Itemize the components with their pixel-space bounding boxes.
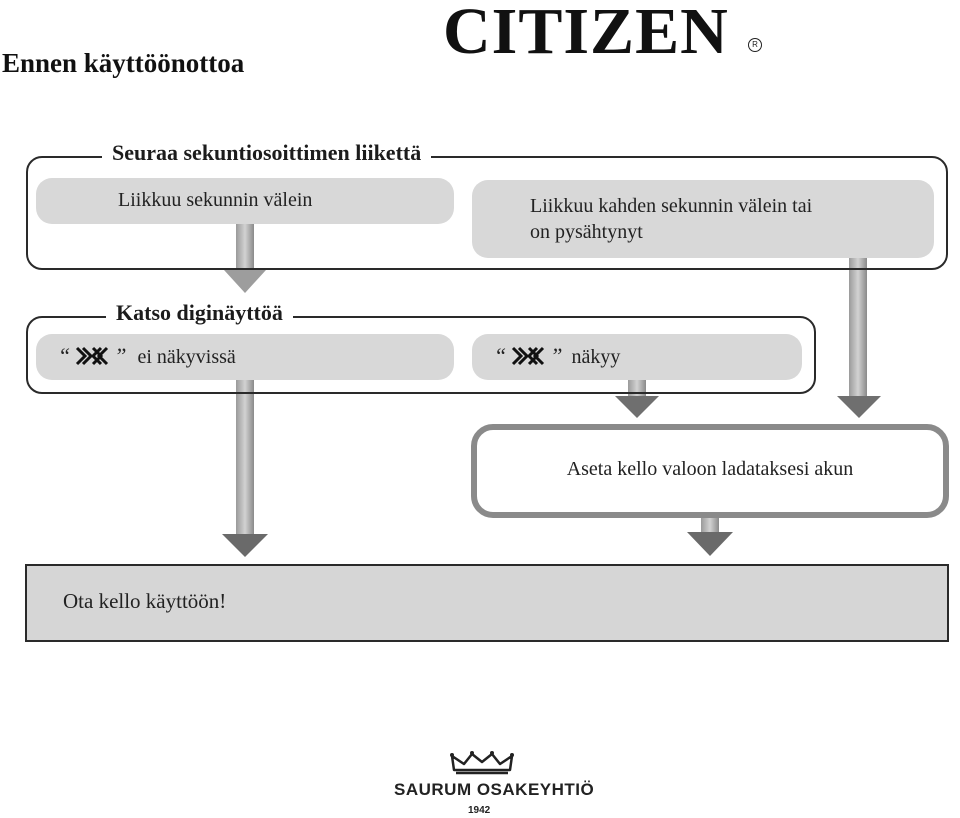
option-moves-every-second-label: Liikkuu sekunnin välein xyxy=(118,189,313,211)
company-name: SAURUM OSAKEYHTIÖ xyxy=(394,780,595,799)
arrow-to-display-check xyxy=(224,224,266,293)
company-year: 1942 xyxy=(468,805,491,816)
crossed-hands-symbol-icon xyxy=(512,346,545,366)
brand-logo: CITIZEN xyxy=(443,0,729,68)
open-quote: “ xyxy=(58,343,71,368)
page-title: Ennen käyttöönottoa xyxy=(2,48,245,78)
option-symbol-not-visible: “ ” ei näkyvissä xyxy=(36,334,454,380)
seconds-hand-section xyxy=(26,156,948,270)
option-moves-every-second: Liikkuu sekunnin välein xyxy=(36,178,454,224)
display-check-section xyxy=(26,316,816,394)
registered-mark-icon: R xyxy=(748,38,762,52)
final-step-box: Ota kello käyttöön! xyxy=(25,564,949,642)
crossed-hands-symbol-icon xyxy=(76,346,109,366)
option-symbol-visible-label: näkyy xyxy=(571,346,621,368)
option-two-seconds-line2: on pysähtynyt xyxy=(530,221,643,243)
arrow-to-charge-from-seconds xyxy=(837,258,881,418)
crown-icon xyxy=(450,751,514,775)
display-check-section-title: Katso diginäyttöä xyxy=(106,300,293,326)
open-quote: “ xyxy=(494,343,507,368)
option-symbol-not-visible-label: ei näkyvissä xyxy=(137,346,236,368)
charge-step-label: Aseta kello valoon ladataksesi akun xyxy=(566,458,854,480)
charge-step-box: Aseta kello valoon ladataksesi akun xyxy=(471,424,949,518)
option-symbol-visible: “ ” näkyy xyxy=(472,334,802,380)
close-quote: ” xyxy=(550,343,563,368)
seconds-hand-section-title: Seuraa sekuntiosoittimen liikettä xyxy=(102,140,432,166)
final-step-label: Ota kello käyttöön! xyxy=(63,589,227,613)
close-quote: ” xyxy=(114,343,127,368)
arrow-to-final-from-charge xyxy=(687,516,733,556)
option-two-seconds-line1: Liikkuu kahden sekunnin välein tai xyxy=(530,195,813,217)
arrow-to-final-from-display xyxy=(222,380,268,557)
option-moves-every-two-seconds: Liikkuu kahden sekunnin välein tai on py… xyxy=(472,180,934,258)
